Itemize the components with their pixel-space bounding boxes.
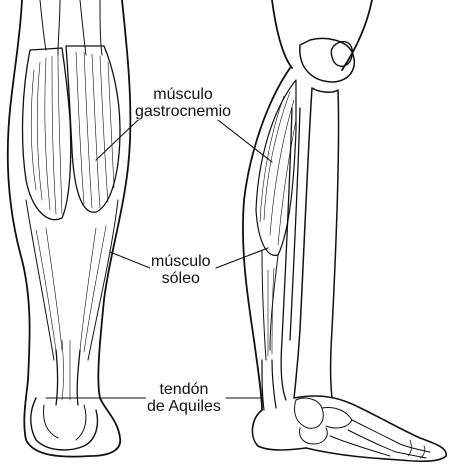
- label-gastrocnemius-line2: gastrocnemio: [135, 103, 231, 120]
- label-achilles-line2: de Aquiles: [147, 398, 221, 415]
- label-soleus-line1: músculo: [151, 253, 211, 270]
- gastrocnemius-medial-head: [23, 48, 71, 220]
- soleus-leader-right: [216, 248, 268, 268]
- label-achilles-line1: tendón: [147, 381, 221, 398]
- heel: [252, 410, 306, 450]
- lateral-leg: [243, 0, 446, 461]
- label-gastrocnemius-line1: músculo: [135, 86, 231, 103]
- label-gastrocnemius: músculo gastrocnemio: [134, 86, 232, 120]
- soleus-leader-left: [110, 252, 150, 268]
- femur-condyle: [300, 39, 354, 83]
- label-achilles: tendón de Aquiles: [146, 381, 222, 415]
- fibula: [281, 108, 300, 400]
- label-soleus: músculo sóleo: [150, 253, 212, 287]
- gastrocnemius-leader-right: [218, 120, 272, 162]
- patella: [331, 42, 352, 67]
- lateral-calf-outline: [243, 68, 290, 410]
- achilles-tendon: [56, 350, 80, 405]
- lateral-soleus: [262, 250, 278, 360]
- tibia: [294, 88, 339, 398]
- thigh-outline: [272, 0, 372, 70]
- label-soleus-line2: sóleo: [151, 270, 211, 287]
- posterior-leg: [8, 0, 131, 457]
- gastrocnemius-leader-left: [96, 120, 138, 160]
